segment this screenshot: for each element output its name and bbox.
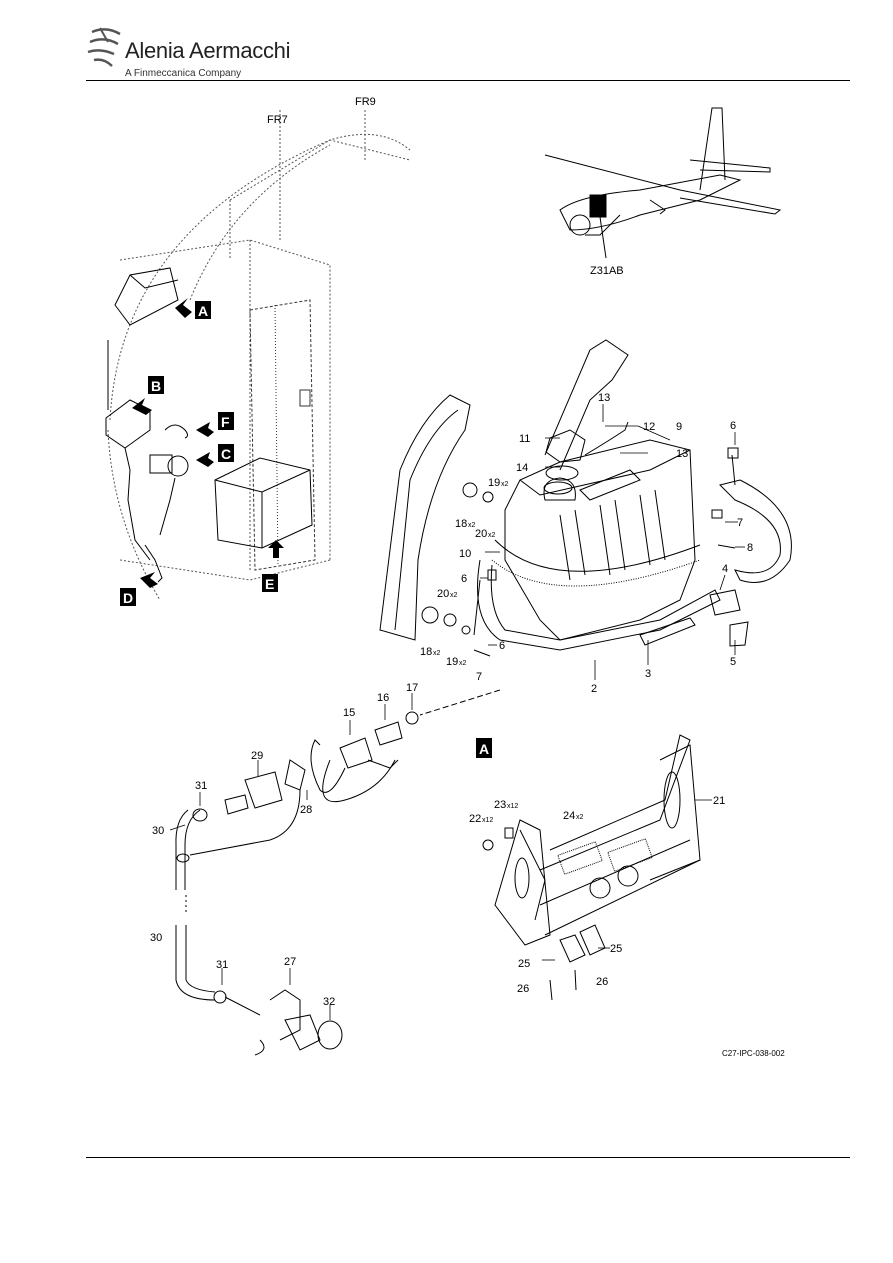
tank-body (504, 439, 696, 641)
item-label: 23 (494, 799, 506, 811)
view-arrow-E: E (262, 540, 284, 592)
view-arrow-F: F (196, 412, 234, 437)
logo-swoosh-icon (87, 27, 121, 67)
item-label: 29 (251, 750, 263, 762)
footer-rule (86, 1157, 850, 1158)
view-arrow-C: C (196, 444, 234, 467)
item-label: 28 (300, 804, 312, 816)
item-label: 3 (645, 668, 651, 680)
multiplier: x2 (501, 481, 509, 488)
item-label: 7 (737, 517, 743, 529)
view-arrow-A: A (175, 298, 211, 319)
strap-right (709, 447, 792, 647)
header-rule (86, 80, 850, 81)
item-label: 22 (469, 813, 481, 825)
company-logo (86, 22, 286, 80)
item-label: 26 (517, 983, 529, 995)
multiplier: x2 (433, 650, 441, 657)
detail-view-letter: A (479, 741, 489, 757)
item-label: 18 (455, 518, 467, 530)
detail-view-marker: A (476, 738, 492, 758)
item-label: 20 (437, 588, 449, 600)
aircraft-silhouette (544, 107, 782, 259)
multiplier: x2 (488, 532, 496, 539)
item-label: 17 (406, 682, 418, 694)
rear-bulkhead-panel (249, 299, 316, 571)
item-label: 26 (596, 976, 608, 988)
item-label: 8 (747, 542, 753, 554)
clip-F-cabin (164, 424, 188, 439)
view-arrow-B: B (132, 376, 164, 415)
item-label: 21 (713, 795, 725, 807)
view-letter-B: B (151, 378, 161, 394)
item-label: 11 (519, 433, 530, 445)
item-label: 18 (420, 646, 432, 658)
multiplier: x2 (450, 592, 458, 599)
view-letter-E: E (265, 576, 274, 592)
cabin-structure (107, 110, 411, 601)
bottle-C-cabin (149, 454, 189, 536)
support-bracket-detail (482, 734, 701, 1001)
item-label: 16 (377, 692, 389, 704)
multiplier: x12 (507, 803, 518, 810)
frame-right (544, 339, 629, 471)
item-label: 31 (216, 959, 228, 971)
item-label: 31 (195, 780, 207, 792)
item-labels: 13 12 9 11 13 14 19 x2 18 x2 20 x2 10 6 … (150, 392, 753, 1008)
item-label: 30 (150, 932, 162, 944)
item-label: 25 (518, 958, 530, 970)
item-label: 13 (676, 448, 688, 460)
hose-assembly (175, 689, 501, 1056)
item-label: 30 (152, 825, 164, 837)
item-label: 12 (643, 421, 655, 433)
item-label: 20 (475, 528, 487, 540)
multiplier: x2 (459, 660, 467, 667)
tank-cap (543, 421, 641, 501)
item-label: 7 (476, 671, 482, 683)
fasteners-tank (421, 482, 696, 657)
brand-subtitle: A Finmeccanica Company (125, 68, 242, 79)
item-label: 9 (676, 421, 682, 433)
item-label: 24 (563, 810, 575, 822)
multiplier: x2 (576, 814, 584, 821)
item-label: 19 (446, 656, 458, 668)
frame-label-fr9: FR9 (355, 96, 376, 108)
multiplier: x2 (468, 522, 476, 529)
item-label: 6 (730, 420, 736, 432)
figure-reference: C27-IPC-038-002 (722, 1049, 785, 1058)
tank-strap-lower (477, 539, 721, 651)
connector-D-cabin (144, 544, 163, 583)
item-label: 27 (284, 956, 296, 968)
bin-E (214, 457, 313, 549)
frame-left (379, 394, 471, 641)
item-label: 6 (461, 573, 467, 585)
item-label: 13 (598, 392, 610, 404)
leader-lines (169, 404, 745, 1020)
item-label: 5 (730, 656, 736, 668)
item-label: 6 (499, 640, 505, 652)
item-label: 32 (323, 996, 335, 1008)
brand-name: Alenia Aermacchi (125, 38, 291, 63)
multiplier: x12 (482, 817, 493, 824)
frame-label-fr7: FR7 (267, 114, 288, 126)
bracket-B-cabin (105, 399, 151, 561)
item-label: 14 (516, 462, 528, 474)
view-letter-F: F (221, 414, 230, 430)
item-label: 4 (722, 563, 728, 575)
view-letter-D: D (123, 590, 133, 606)
item-label: 19 (488, 477, 500, 489)
view-letter-C: C (221, 446, 231, 462)
item-label: 15 (343, 707, 355, 719)
item-label: 10 (459, 548, 471, 560)
item-label: 2 (591, 683, 597, 695)
view-arrow-D: D (120, 572, 158, 606)
item-label: 25 (610, 943, 622, 955)
container-A-cabin (107, 267, 179, 410)
view-letter-A: A (198, 303, 208, 319)
zone-label: Z31AB (590, 265, 624, 277)
